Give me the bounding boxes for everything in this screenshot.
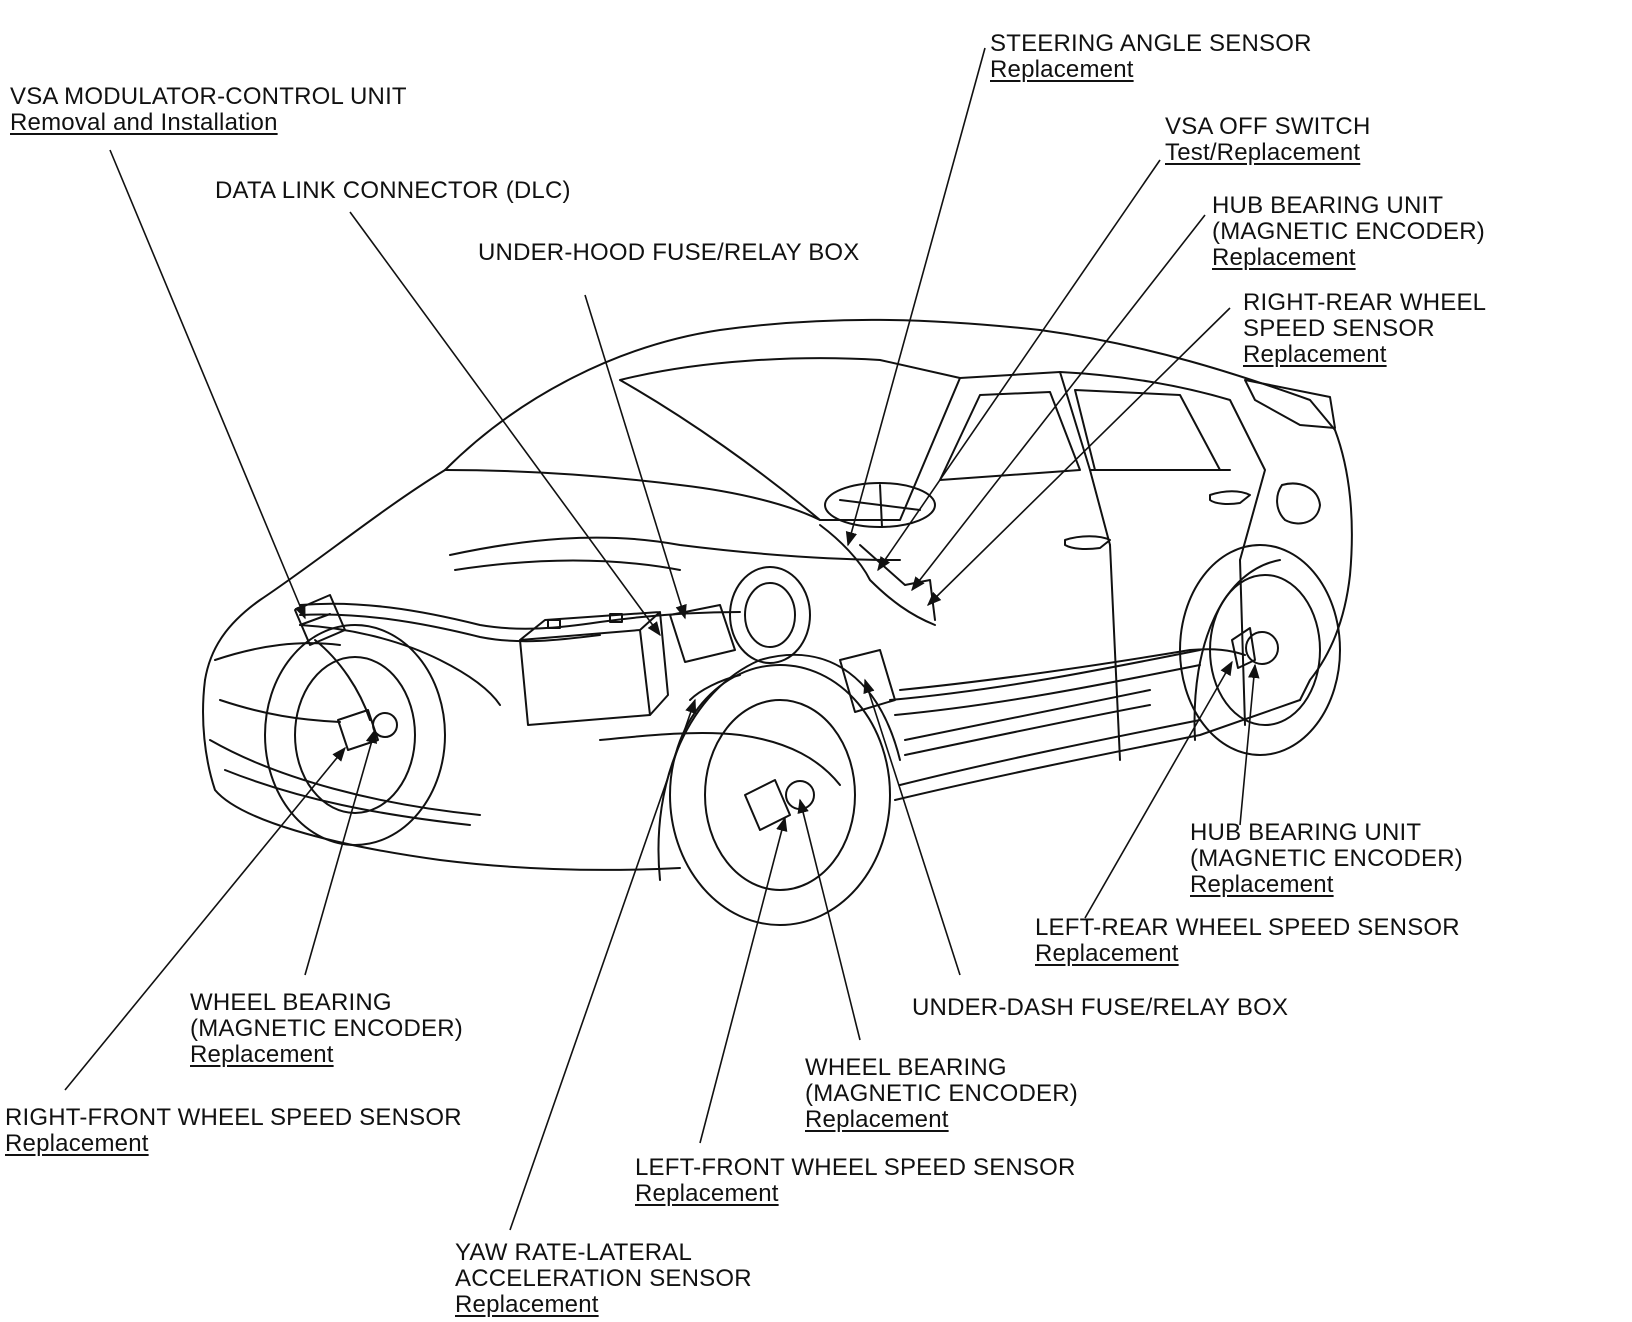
- callout-lr-speed: LEFT-REAR WHEEL SPEED SENSOR Replacement: [1035, 915, 1460, 967]
- leader-hub-bearing-top: [911, 214, 1206, 592]
- wheel-bearing-right-replacement-link[interactable]: Replacement: [190, 1041, 334, 1068]
- callout-title: LEFT-FRONT WHEEL SPEED SENSOR: [635, 1154, 1076, 1181]
- windshield: [619, 357, 961, 521]
- callout-yaw-rate: YAW RATE-LATERAL ACCELERATION SENSOR Rep…: [455, 1240, 752, 1318]
- callout-underdash-fuse: UNDER-DASH FUSE/RELAY BOX: [912, 995, 1288, 1021]
- callout-title: HUB BEARING UNIT: [1212, 192, 1444, 219]
- callout-title: RIGHT-FRONT WHEEL SPEED SENSOR: [5, 1104, 462, 1131]
- removal-installation-link[interactable]: Removal and Installation: [10, 109, 278, 136]
- rear-brake-lines: [899, 648, 1246, 691]
- callout-hub-bearing-lower: HUB BEARING UNIT (MAGNETIC ENCODER) Repl…: [1190, 820, 1463, 898]
- leader-vsa-modulator: [109, 149, 306, 620]
- callout-lf-speed: LEFT-FRONT WHEEL SPEED SENSOR Replacemen…: [635, 1155, 1076, 1207]
- hub-bearing-top-replacement-link[interactable]: Replacement: [1212, 244, 1356, 271]
- leader-wheel-bearing-right: [304, 728, 377, 976]
- rear-spoiler: [1244, 379, 1336, 429]
- callout-rr-speed: RIGHT-REAR WHEEL SPEED SENSOR Replacemen…: [1243, 290, 1486, 368]
- car-body-illustration: [202, 318, 1353, 926]
- leader-lines: [64, 47, 1260, 1231]
- rocker-panel: [894, 699, 1301, 801]
- leader-steering-angle: [845, 47, 986, 547]
- underhood-fuse-box: [669, 604, 736, 663]
- front-bumper: [202, 679, 681, 871]
- leader-underdash-fuse: [863, 678, 961, 976]
- hub-bearing-lower-replacement-link[interactable]: Replacement: [1190, 871, 1334, 898]
- callout-title: UNDER-HOOD FUSE/RELAY BOX: [478, 239, 860, 266]
- callout-title: LEFT-REAR WHEEL SPEED SENSOR: [1035, 914, 1460, 941]
- rear-left-hub: [1245, 631, 1279, 665]
- rear-frame-rail: [889, 649, 1201, 701]
- underdash-fuse-box: [839, 649, 896, 713]
- leader-underhood-fuse: [584, 294, 687, 620]
- rr-speed-replacement-link[interactable]: Replacement: [1243, 341, 1387, 368]
- rear-left-wheel: [1179, 544, 1341, 756]
- side-window-front: [939, 391, 1081, 481]
- vsa-off-test-replacement-link[interactable]: Test/Replacement: [1165, 139, 1361, 166]
- callout-title: DATA LINK CONNECTOR (DLC): [215, 177, 571, 204]
- brake-booster: [729, 566, 811, 664]
- callout-wheel-bearing-right: WHEEL BEARING (MAGNETIC ENCODER) Replace…: [190, 990, 463, 1068]
- side-window-rear: [1074, 389, 1221, 471]
- wheel-bearing-left-replacement-link[interactable]: Replacement: [805, 1106, 949, 1133]
- callout-rf-speed: RIGHT-FRONT WHEEL SPEED SENSOR Replaceme…: [5, 1105, 462, 1157]
- lr-speed-replacement-link[interactable]: Replacement: [1035, 940, 1179, 967]
- rf-speed-replacement-link[interactable]: Replacement: [5, 1130, 149, 1157]
- callout-title: WHEEL BEARING: [805, 1054, 1007, 1081]
- leader-vsa-off: [877, 159, 1161, 572]
- hood-outline: [204, 469, 446, 681]
- leader-dlc: [349, 211, 661, 637]
- leader-yaw-rate: [509, 698, 697, 1231]
- leader-wheel-bearing-left: [797, 798, 861, 1041]
- callout-dlc: DATA LINK CONNECTOR (DLC): [215, 178, 571, 204]
- front-right-brake-caliper: [337, 709, 379, 751]
- callout-hub-bearing-top: HUB BEARING UNIT (MAGNETIC ENCODER) Repl…: [1212, 193, 1485, 271]
- callout-subtitle: (MAGNETIC ENCODER): [805, 1080, 1078, 1107]
- callout-subtitle: ACCELERATION SENSOR: [455, 1265, 752, 1292]
- callout-title: YAW RATE-LATERAL: [455, 1239, 693, 1266]
- leader-rr-speed: [926, 307, 1231, 607]
- callout-title: STEERING ANGLE SENSOR: [990, 30, 1312, 57]
- callout-subtitle: (MAGNETIC ENCODER): [1190, 845, 1463, 872]
- callout-subtitle: (MAGNETIC ENCODER): [190, 1015, 463, 1042]
- callout-title: UNDER-DASH FUSE/RELAY BOX: [912, 994, 1289, 1021]
- vsa-system-components: [294, 524, 1279, 831]
- callout-title: WHEEL BEARING: [190, 989, 392, 1016]
- leader-lr-speed: [1084, 660, 1233, 919]
- steering-angle-replacement-link[interactable]: Replacement: [990, 56, 1134, 83]
- callout-title: VSA MODULATOR-CONTROL UNIT: [10, 83, 407, 110]
- callout-steering-angle: STEERING ANGLE SENSOR Replacement: [990, 31, 1312, 83]
- front-left-brake-caliper: [744, 779, 791, 831]
- front-right-wheel: [264, 624, 446, 846]
- lf-speed-replacement-link[interactable]: Replacement: [635, 1180, 779, 1207]
- wiring-harness: [449, 536, 901, 561]
- steering-wheel: [824, 482, 936, 528]
- callout-subtitle: (MAGNETIC ENCODER): [1212, 218, 1485, 245]
- vsa-modulator-unit: [294, 594, 346, 646]
- leader-rf-speed: [64, 746, 346, 1091]
- car-roof-outline: [444, 318, 1336, 471]
- callout-subtitle: SPEED SENSOR: [1243, 315, 1435, 342]
- front-left-wheel: [669, 664, 891, 926]
- door-handle-rear: [1209, 490, 1251, 505]
- callout-wheel-bearing-left: WHEEL BEARING (MAGNETIC ENCODER) Replace…: [805, 1055, 1078, 1133]
- yaw-rate-replacement-link[interactable]: Replacement: [455, 1291, 599, 1318]
- callout-title: HUB BEARING UNIT: [1190, 819, 1422, 846]
- car-rear-outline: [1299, 429, 1353, 701]
- front-brake-lines: [299, 602, 741, 630]
- callout-title: RIGHT-REAR WHEEL: [1243, 289, 1487, 316]
- callout-title: VSA OFF SWITCH: [1165, 113, 1371, 140]
- callout-underhood-fuse: UNDER-HOOD FUSE/RELAY BOX: [478, 240, 860, 266]
- callout-vsa-off: VSA OFF SWITCH Test/Replacement: [1165, 114, 1370, 166]
- door-handle-front: [1064, 535, 1111, 550]
- callout-vsa-modulator: VSA MODULATOR-CONTROL UNIT Removal and I…: [10, 84, 407, 136]
- leader-hub-bearing-lower: [1239, 663, 1260, 826]
- leader-lf-speed: [699, 816, 788, 1144]
